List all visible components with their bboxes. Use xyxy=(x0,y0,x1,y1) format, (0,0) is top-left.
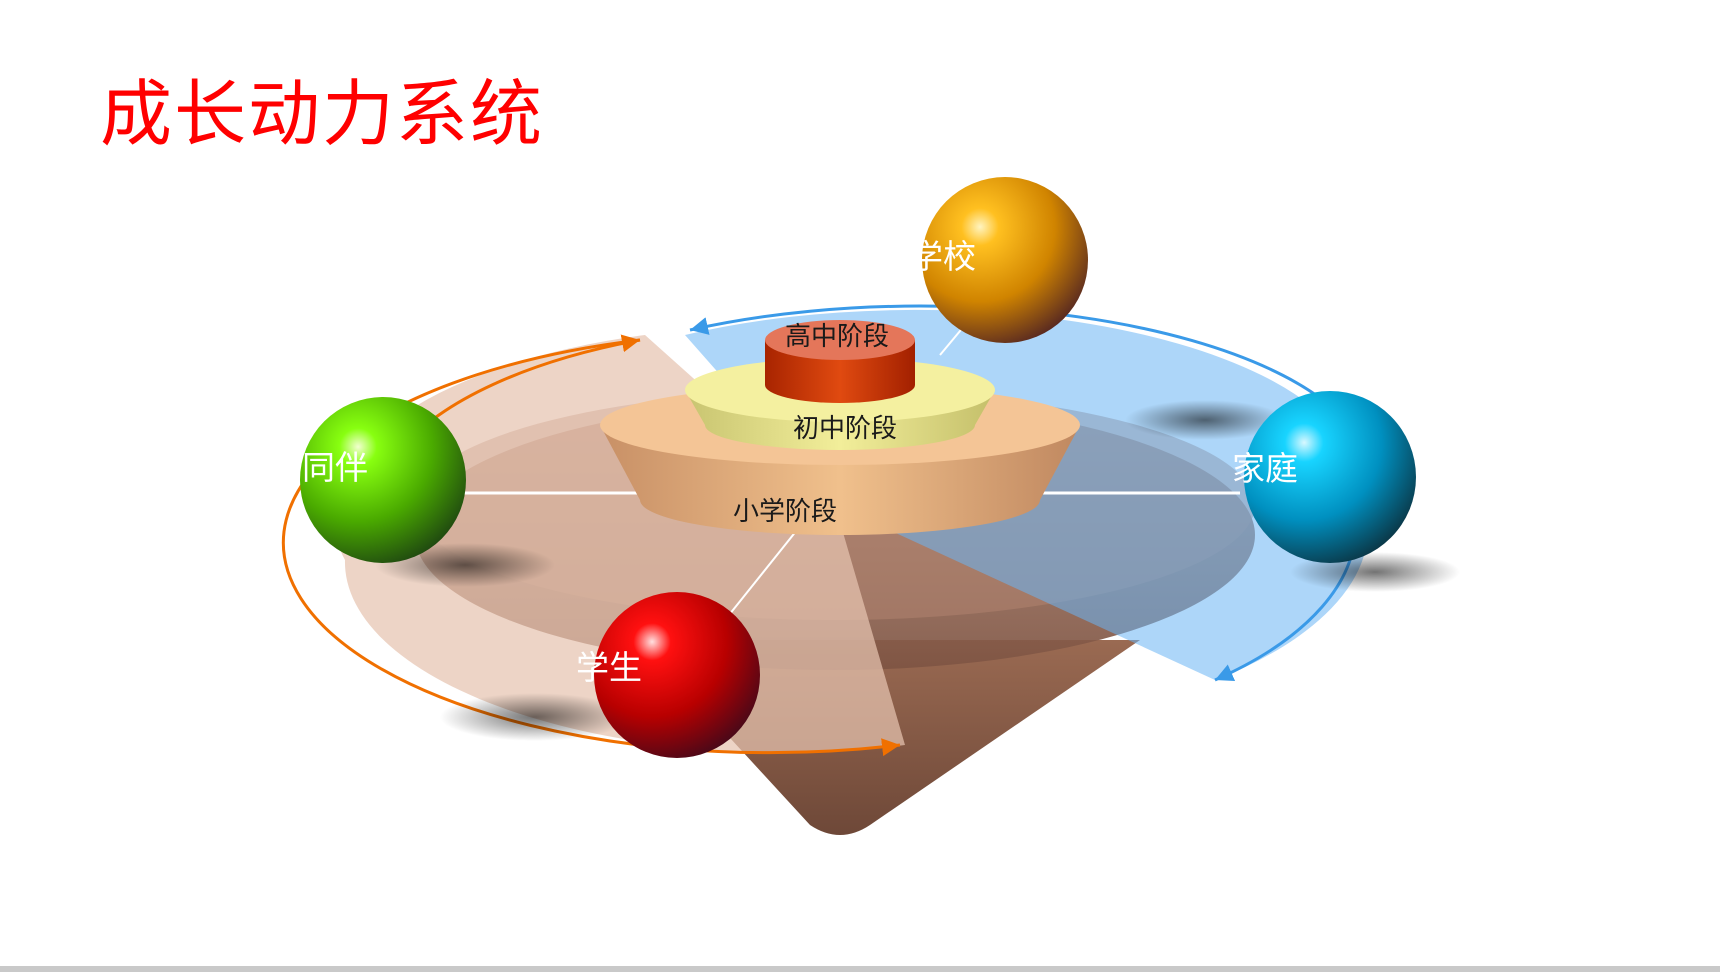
peer-label: 同伴 xyxy=(302,448,368,487)
student-label: 学生 xyxy=(576,648,642,687)
family-label: 家庭 xyxy=(1232,449,1298,488)
slide-title: 成长动力系统 xyxy=(100,72,545,156)
student-sphere xyxy=(594,592,760,758)
stage-high-label: 高中阶段 xyxy=(785,322,889,352)
student-connector xyxy=(724,519,806,621)
school-sphere xyxy=(922,177,1088,343)
stage-middle-label: 初中阶段 xyxy=(793,414,897,444)
school-label: 学校 xyxy=(910,237,976,276)
family-sphere xyxy=(1244,391,1416,563)
peer-student-sector xyxy=(333,335,905,753)
peer-sphere xyxy=(300,397,466,563)
student-shadow xyxy=(440,693,630,741)
stage-primary-label: 小学阶段 xyxy=(733,497,837,527)
bottom-scrollbar xyxy=(0,966,1720,972)
school-shadow xyxy=(1125,400,1285,440)
